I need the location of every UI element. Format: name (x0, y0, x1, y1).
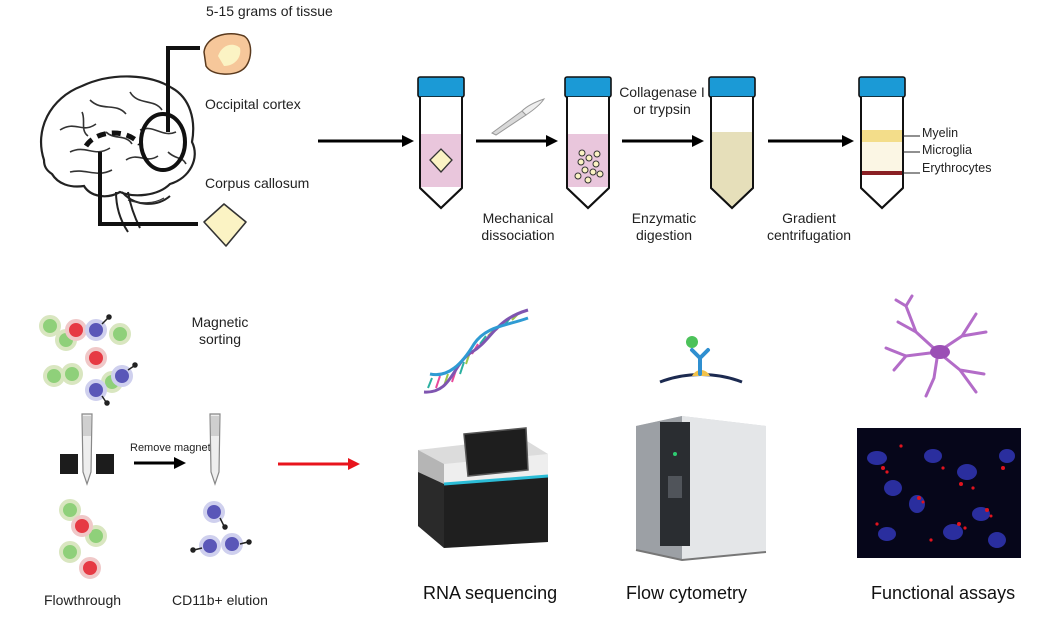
brain-illustration (39, 75, 196, 233)
arrow-to-tube-2 (476, 135, 558, 147)
occipital-connector (166, 46, 200, 132)
occipital-tissue-piece (203, 32, 252, 75)
gradient-centrifugation-label: Gradient centrifugation (766, 210, 852, 243)
remove-magnet-label: Remove magnet (130, 442, 211, 454)
microscopy-image (857, 428, 1021, 558)
red-arrow (278, 458, 360, 470)
flow-cytometer-image (635, 416, 767, 562)
tube-tissue (417, 76, 465, 210)
tissue-amount-label: 5-15 grams of tissue (206, 3, 333, 19)
enzyme-label: Collagenase I or trypsin (619, 84, 705, 117)
antibody-membrane-icon (659, 336, 743, 384)
enzymatic-digestion-label: Enzymatic digestion (631, 210, 697, 243)
eluted-cells (190, 501, 252, 557)
dna-helix-icon (423, 308, 529, 394)
column-without-magnet (209, 413, 221, 486)
tube-dissociated (564, 76, 612, 210)
flowthrough-label: Flowthrough (44, 592, 122, 608)
arrow-to-tube-3 (622, 135, 704, 147)
corpus-callosum-label: Corpus callosum (205, 175, 310, 191)
arrow-to-tube-4 (768, 135, 854, 147)
scalpel-icon (491, 98, 546, 136)
magnetic-sorting-label: Magnetic sorting (191, 314, 249, 347)
cell-mixture (39, 314, 138, 406)
callosum-tissue-piece (203, 203, 247, 247)
myelin-label: Myelin (922, 126, 959, 140)
tube-digested (708, 76, 756, 210)
functional-assays-label: Functional assays (871, 583, 1016, 603)
erythrocytes-label: Erythrocytes (922, 161, 992, 175)
rna-sequencer-image (418, 427, 549, 548)
arrow-to-tube-1 (318, 135, 414, 147)
occipital-highlight-circle (139, 112, 187, 172)
cd11b-elution-label: CD11b+ elution (172, 592, 268, 608)
microglia-label: Microglia (922, 143, 973, 157)
rna-sequencing-label: RNA sequencing (423, 583, 558, 603)
callosum-connector (98, 152, 198, 226)
microglia-cell-icon (884, 294, 988, 398)
mechanical-dissociation-label: Mechanical dissociation (481, 210, 555, 243)
remove-magnet-arrow (134, 457, 186, 469)
tube-gradient (858, 76, 920, 210)
flowthrough-cells (59, 499, 107, 579)
magnet-column (60, 413, 114, 486)
flow-cytometry-label: Flow cytometry (626, 583, 748, 603)
occipital-cortex-label: Occipital cortex (205, 96, 301, 112)
